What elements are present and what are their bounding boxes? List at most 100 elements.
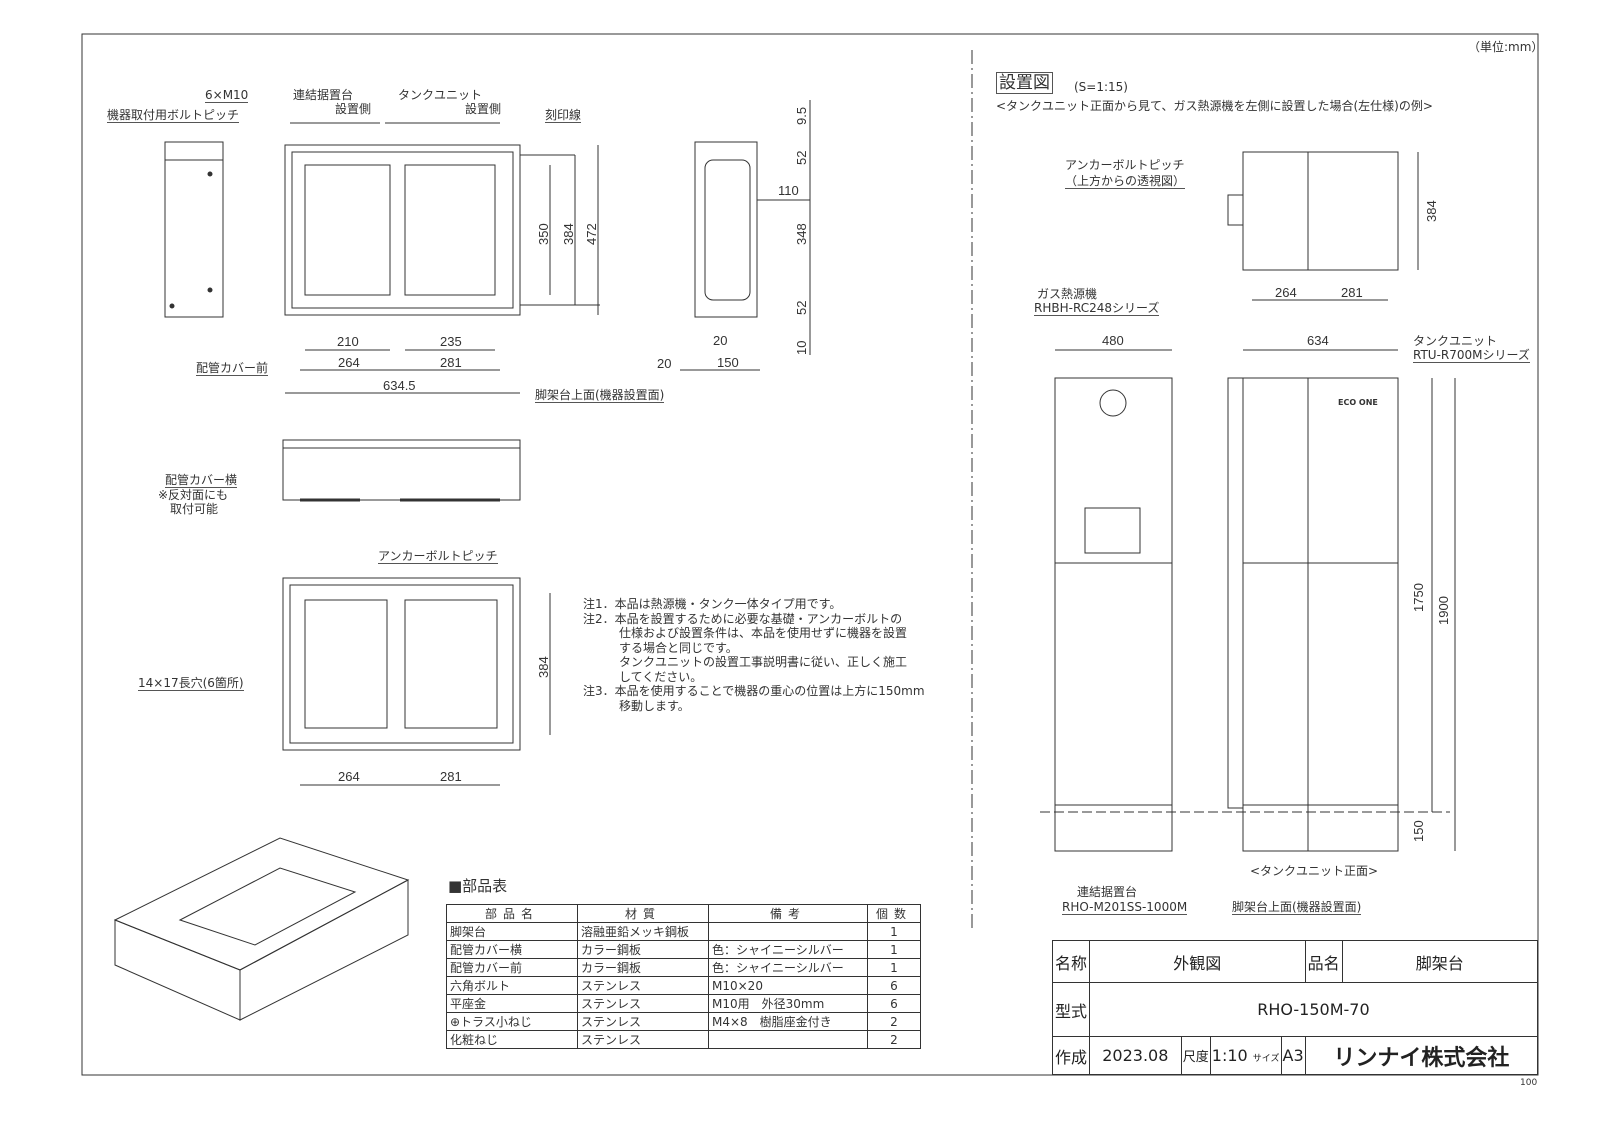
sheet-border <box>81 33 1539 1076</box>
isometric-view <box>113 837 410 1021</box>
cell: 色：シャイニーシルバー <box>708 958 868 977</box>
cell: 六角ボルト <box>446 976 578 995</box>
note-2-cont: タンクユニットの設置工事説明書に従い、正しく施工 <box>583 655 908 669</box>
cell: 配管カバー横 <box>446 940 578 959</box>
link-base-label: 連結据置台 <box>1077 885 1138 899</box>
model-label: 型式 <box>1052 982 1090 1037</box>
cell: 色：シャイニーシルバー <box>708 940 868 959</box>
note-2: 注2．本品を設置するために必要な基礎・アンカーボルトの <box>583 611 903 626</box>
page-number: 100 <box>1520 1078 1538 1088</box>
note-3-cont: 移動します。 <box>583 698 690 713</box>
bolt-count-label: 6×M10 <box>205 88 249 103</box>
bolt-pitch-label: 機器取付用ボルトピッチ <box>107 108 240 123</box>
front-view <box>284 122 600 394</box>
install-title: 設置図 <box>996 72 1053 94</box>
table-header: 部品名材質備考個数 <box>446 904 921 923</box>
dim-210: 210 <box>337 334 359 349</box>
dim-384: 384 <box>561 223 576 245</box>
dim-10: 10 <box>794 340 809 355</box>
dim-52-bottom: 52 <box>794 300 809 315</box>
model-number: RHO-150M-70 <box>1088 982 1539 1037</box>
tank-label: タンクユニット <box>1413 334 1498 348</box>
parts-table-title: ■部品表 <box>448 877 508 895</box>
cell: 2 <box>867 1012 921 1031</box>
install-top-view <box>1227 151 1419 301</box>
cover-side-view <box>282 439 521 502</box>
cell: ⊕トラス小ねじ <box>446 1012 578 1031</box>
dim-9-5: 9.5 <box>794 106 809 125</box>
cell: 溶融亜鉛メッキ鋼板 <box>577 922 709 941</box>
cell: 1 <box>867 922 921 941</box>
cell: M10用 外径30mm <box>708 994 868 1013</box>
tank-side-label-2: 設置側 <box>465 102 502 116</box>
slot-label: 14×17長穴(6箇所) <box>138 676 244 691</box>
created-date: 2023.08 <box>1088 1036 1182 1075</box>
cell: 6 <box>867 976 921 995</box>
install-dim-634: 634 <box>1307 333 1329 348</box>
install-subtitle: <タンクユニット正面から見て、ガス熱源機を左側に設置した場合(左仕様)の例> <box>996 99 1433 113</box>
cell <box>708 1030 868 1049</box>
install-dim-150: 150 <box>1411 820 1426 842</box>
created-label: 作成 <box>1052 1036 1090 1075</box>
company-name: リンナイ株式会社 <box>1304 1036 1539 1075</box>
size-value: A3 <box>1280 1036 1306 1075</box>
plan-view <box>282 577 551 786</box>
install-dim-281: 281 <box>1341 285 1363 300</box>
product-name: 脚架台 <box>1341 940 1539 983</box>
cell: M10×20 <box>708 976 868 995</box>
install-anchor-label: アンカーボルトピッチ <box>1065 158 1185 172</box>
heater-label: ガス熱源機 <box>1037 287 1098 301</box>
cell: M4×8 樹脂座金付き <box>708 1012 868 1031</box>
dim-52-top: 52 <box>794 150 809 165</box>
cell <box>708 922 868 941</box>
header-material: 材質 <box>577 904 709 923</box>
note-2-cont: してください。 <box>583 669 703 684</box>
cell: 配管カバー前 <box>446 958 578 977</box>
cover-side-label: 配管カバー横 <box>165 473 238 488</box>
install-dim-1750: 1750 <box>1411 583 1426 612</box>
tank-side-label: タンクユニット <box>398 88 483 102</box>
table-row: 脚架台溶融亜鉛メッキ鋼板 1 <box>446 922 921 941</box>
top-surface-label: 脚架台上面(機器設置面) <box>535 388 665 403</box>
cell: ステンレス <box>577 1030 709 1049</box>
notes: 注1．本品は熱源機・タンク一体タイプ用です。注2．本品を設置するために必要な基礎… <box>583 597 925 713</box>
anchor-pitch-label: アンカーボルトピッチ <box>378 549 498 564</box>
tank-model: RTU-R700Mシリーズ <box>1413 348 1530 363</box>
note-1: 注1．本品は熱源機・タンク一体タイプ用です。 <box>583 597 842 611</box>
name-label: 名称 <box>1052 940 1090 983</box>
plan-dim-264: 264 <box>338 769 360 784</box>
cell: カラー鋼板 <box>577 958 709 977</box>
cell: 化粧ねじ <box>446 1030 578 1049</box>
note-3: 注3．本品を使用することで機器の重心の位置は上方に150mm <box>583 684 925 698</box>
cell: 1 <box>867 958 921 977</box>
cell: 1 <box>867 940 921 959</box>
cell: 平座金 <box>446 994 578 1013</box>
dim-472: 472 <box>584 223 599 245</box>
install-front-view <box>1040 349 1456 852</box>
note-2-cont: 仕様および設置条件は、本品を使用せずに機器を設置 <box>583 626 908 640</box>
note-2-cont: する場合と同じです。 <box>583 640 738 655</box>
install-scale: (S=1:15) <box>1074 80 1128 94</box>
heater-model: RHBH-RC248シリーズ <box>1034 301 1160 316</box>
drawing-name: 外観図 <box>1088 940 1306 983</box>
link-base-model: RHO-M201SS-1000M <box>1062 900 1188 915</box>
mark-line-label: 刻印線 <box>545 108 582 123</box>
cell: 脚架台 <box>446 922 578 941</box>
install-dim-264: 264 <box>1275 285 1297 300</box>
dim-264: 264 <box>338 355 360 370</box>
plan-dim-384: 384 <box>536 656 551 678</box>
scale-value: 1:10 <box>1211 1046 1248 1065</box>
dim-634-5: 634.5 <box>383 378 416 393</box>
size-label: サイズ <box>1252 1054 1280 1064</box>
install-dim-480: 480 <box>1102 333 1124 348</box>
link-side-label-2: 設置側 <box>335 102 372 116</box>
brand-logo: ECO ONE <box>1338 398 1378 407</box>
dim-20-right: 20 <box>713 333 728 348</box>
